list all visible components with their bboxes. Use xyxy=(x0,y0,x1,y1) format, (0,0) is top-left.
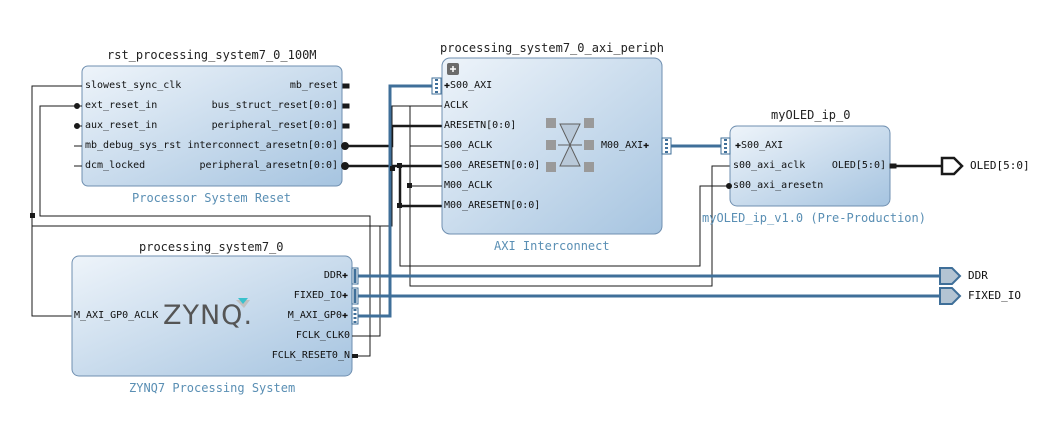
axi-s00-bus-connector[interactable] xyxy=(431,77,442,95)
ps7-port-ddr-label: DDR xyxy=(323,270,342,281)
plus-icon: ✚ xyxy=(444,80,451,91)
external-port-fixed-io-label[interactable]: FIXED_IO xyxy=(968,289,1021,302)
oled-pins xyxy=(726,163,897,189)
ps7-port-fixed-io[interactable]: FIXED_IO✚ xyxy=(294,290,348,302)
axi-port-s00-axi-label: S00_AXI xyxy=(450,80,493,91)
wire-fclk-reset0n xyxy=(39,105,371,357)
ps7-port-m-axi-gp0[interactable]: M_AXI_GP0✚ xyxy=(288,310,348,322)
ps7-subtitle: ZYNQ7 Processing System xyxy=(129,381,296,395)
rst-port-aux-reset-in[interactable]: aux_reset_in xyxy=(85,120,158,131)
wire-fclk-clk0-oled xyxy=(409,165,730,287)
axi-title: processing_system7_0_axi_periph xyxy=(440,41,664,55)
axi-port-m00-aclk[interactable]: M00_ACLK xyxy=(444,180,493,191)
oled-subtitle: myOLED_ip_v1.0 (Pre-Production) xyxy=(702,211,926,225)
plus-icon: ✚ xyxy=(341,270,348,281)
axi-port-s00-axi[interactable]: ✚S00_AXI xyxy=(444,80,492,92)
rst-port-bus-struct-reset[interactable]: bus_struct_reset[0:0] xyxy=(211,100,338,111)
net-junctions xyxy=(30,163,412,218)
rst-port-mb-reset[interactable]: mb_reset xyxy=(289,80,338,91)
ps7-port-ddr[interactable]: DDR✚ xyxy=(324,270,348,282)
axi-m00-bus-connector[interactable] xyxy=(661,137,672,155)
oled-port-s00-axi-aclk[interactable]: s00_axi_aclk xyxy=(733,160,806,171)
oled-port-s00-axi-label: S00_AXI xyxy=(741,140,784,151)
oled-s00-bus-connector[interactable] xyxy=(720,137,731,155)
plus-icon: ✚ xyxy=(341,290,348,301)
ps7-port-m-axi-gp0-aclk[interactable]: M_AXI_GP0_ACLK xyxy=(74,310,159,321)
rst-port-slowest-sync-clk[interactable]: slowest_sync_clk xyxy=(85,80,182,91)
bus-wires xyxy=(358,84,940,318)
ps7-title: processing_system7_0 xyxy=(139,240,284,254)
zynq-logo: ZYNQ. xyxy=(163,300,254,331)
crossbar-icon xyxy=(546,118,594,172)
oled-title: myOLED_ip_0 xyxy=(771,108,851,122)
axi-port-aresetn[interactable]: ARESETN[0:0] xyxy=(444,120,517,131)
oled-port-s00-axi[interactable]: ✚S00_AXI xyxy=(735,140,783,152)
rst-right-pins xyxy=(341,83,350,170)
axi-port-m00-aresetn[interactable]: M00_ARESETN[0:0] xyxy=(444,200,541,211)
wire-fclk-clk0-ps-aclk xyxy=(31,226,72,317)
oled-port-oled-out[interactable]: OLED[5:0] xyxy=(831,160,886,171)
external-port-fixed-io[interactable] xyxy=(939,287,962,305)
ps7-port-fclk-reset0-n[interactable]: FCLK_RESET0_N xyxy=(271,350,350,361)
axi-port-s00-aclk[interactable]: S00_ACLK xyxy=(444,140,493,151)
wire-periph-aresetn-oled xyxy=(399,166,730,267)
axi-port-s00-aresetn[interactable]: S00_ARESETN[0:0] xyxy=(444,160,541,171)
expand-icon[interactable] xyxy=(447,63,459,75)
rst-port-interconnect-aresetn[interactable]: interconnect_aresetn[0:0] xyxy=(187,140,338,151)
ps7-port-fclk-clk0[interactable]: FCLK_CLK0 xyxy=(295,330,350,341)
ps7-port-m-axi-gp0-label: M_AXI_GP0 xyxy=(287,310,342,321)
external-port-ddr-label[interactable]: DDR xyxy=(968,269,988,282)
rst-title: rst_processing_system7_0_100M xyxy=(107,48,317,62)
rst-port-peripheral-reset[interactable]: peripheral_reset[0:0] xyxy=(211,120,338,131)
plus-icon: ✚ xyxy=(341,310,348,321)
wire-fclk-clk0 xyxy=(31,85,381,337)
oled-port-s00-axi-aresetn[interactable]: s00_axi_aresetn xyxy=(733,180,824,191)
zynq-logo-icon xyxy=(236,298,250,308)
axi-subtitle: AXI Interconnect xyxy=(494,239,610,253)
plus-icon: ✚ xyxy=(643,140,650,151)
rst-port-mb-debug-sys-rst[interactable]: mb_debug_sys_rst xyxy=(85,140,182,151)
external-port-oled-label[interactable]: OLED[5:0] xyxy=(970,159,1030,172)
rst-port-peripheral-aresetn[interactable]: peripheral_aresetn[0:0] xyxy=(199,160,338,171)
ps7-port-fixed-io-label: FIXED_IO xyxy=(293,290,342,301)
axi-port-m00-axi-label: M00_AXI xyxy=(601,140,644,151)
rst-subtitle: Processor System Reset xyxy=(132,191,291,205)
external-port-ddr[interactable] xyxy=(939,267,962,285)
external-port-oled[interactable] xyxy=(940,156,964,176)
rst-port-ext-reset-in[interactable]: ext_reset_in xyxy=(85,100,158,111)
axi-port-aclk[interactable]: ACLK xyxy=(444,100,469,111)
bus-m-axi-gp0 xyxy=(358,84,432,318)
rst-port-dcm-locked[interactable]: dcm_locked xyxy=(85,160,146,171)
rst-left-pins xyxy=(74,85,82,167)
plus-icon: ✚ xyxy=(735,140,742,151)
axi-port-m00-axi[interactable]: M00_AXI✚ xyxy=(601,140,649,152)
ps7-right-pins xyxy=(351,267,360,358)
wire-interconnect-aresetn xyxy=(346,124,442,148)
axi-left-pins xyxy=(434,105,442,207)
